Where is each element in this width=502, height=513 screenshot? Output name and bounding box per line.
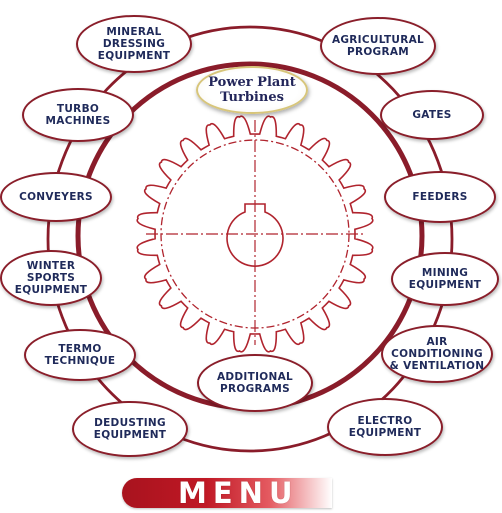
node-label: WINTER SPORTS EQUIPMENT <box>14 260 88 296</box>
node-dedusting-equipment[interactable]: DEDUSTING EQUIPMENT <box>72 401 188 457</box>
node-label: TERMO TECHNIQUE <box>44 343 116 367</box>
node-label: ELECTRO EQUIPMENT <box>348 415 422 439</box>
node-air-conditioning-ventilation[interactable]: AIR CONDITIONING & VENTILATION <box>381 325 493 383</box>
node-label: TURBO MACHINES <box>45 103 111 127</box>
node-label: ADDITIONAL PROGRAMS <box>216 371 294 395</box>
node-gates[interactable]: GATES <box>380 90 484 140</box>
outer-ring <box>46 25 454 453</box>
node-label: MINERAL DRESSING EQUIPMENT <box>97 26 171 62</box>
menu-button[interactable]: MENU <box>122 478 332 508</box>
node-label: AGRICULTURAL PROGRAM <box>331 34 425 58</box>
node-turbo-machines[interactable]: TURBO MACHINES <box>22 88 134 142</box>
node-label: MINING EQUIPMENT <box>408 267 482 291</box>
node-label: CONVEYERS <box>19 191 93 203</box>
node-termo-technique[interactable]: TERMO TECHNIQUE <box>24 329 136 381</box>
node-power-plant-turbines[interactable]: Power Plant Turbines <box>196 66 308 114</box>
node-mining-equipment[interactable]: MINING EQUIPMENT <box>391 252 499 306</box>
node-label: FEEDERS <box>412 191 468 203</box>
node-label: DEDUSTING EQUIPMENT <box>93 417 167 441</box>
node-feeders[interactable]: FEEDERS <box>384 171 496 223</box>
node-additional-programs[interactable]: ADDITIONAL PROGRAMS <box>197 354 313 412</box>
node-label: GATES <box>412 109 452 121</box>
node-mineral-dressing-equipment[interactable]: MINERAL DRESSING EQUIPMENT <box>76 15 192 73</box>
node-conveyers[interactable]: CONVEYERS <box>0 172 112 222</box>
node-label: AIR CONDITIONING & VENTILATION <box>389 336 485 372</box>
gear-shape <box>136 115 374 353</box>
gear-hub <box>226 203 284 267</box>
node-electro-equipment[interactable]: ELECTRO EQUIPMENT <box>327 398 443 456</box>
menu-button-label: MENU <box>178 478 299 508</box>
node-agricultural-program[interactable]: AGRICULTURAL PROGRAM <box>320 17 436 75</box>
node-label: Power Plant Turbines <box>208 75 296 105</box>
node-winter-sports-equipment[interactable]: WINTER SPORTS EQUIPMENT <box>0 250 102 306</box>
